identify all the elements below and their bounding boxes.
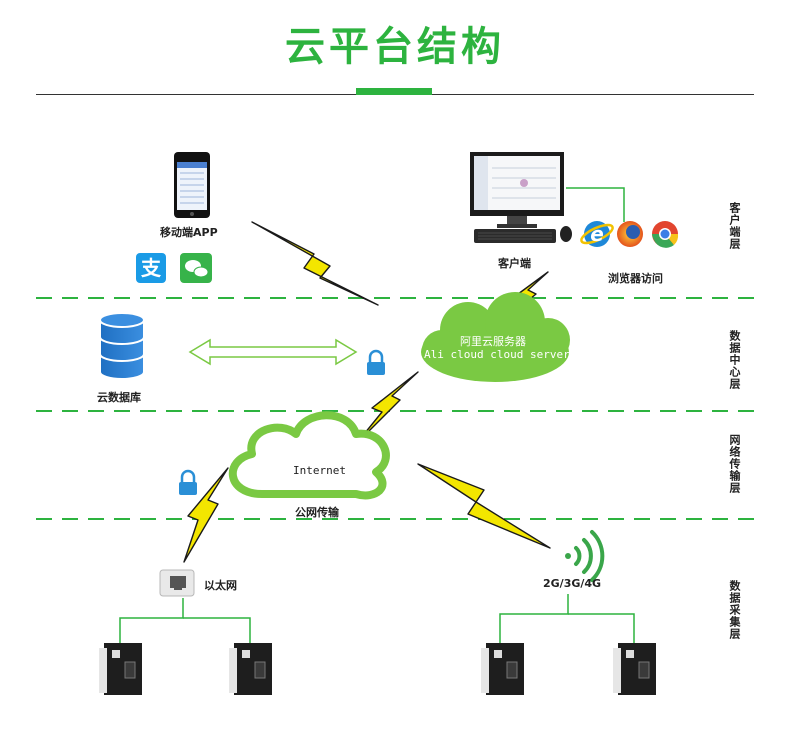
device-module-3 [481,643,524,695]
cloud-server-cn-label: 阿里云服务器 [460,335,526,348]
layer-label-client: 客户端层 [728,202,741,250]
mobile-phone-icon [174,152,210,218]
mobile-app-label: 移动端APP [160,226,218,239]
firefox-browser-icon [617,221,643,247]
mouse-icon [560,226,572,242]
ie-glyph: e [590,222,604,246]
layer-label-datacenter: 数据中心层 [728,330,741,390]
device-module-4 [613,643,656,695]
alipay-glyph: 支 [141,256,161,280]
page-title: 云平台结构 [285,24,505,70]
wifi-signal-icon [565,530,605,582]
ethernet-label: 以太网 [204,579,237,592]
browser-access-label: 浏览器访问 [608,272,663,285]
internet-label: Internet [293,464,346,477]
ie-browser-icon [580,221,614,247]
layer-label-network: 网络传输层 [728,434,741,494]
device-connection-lines [119,594,635,648]
database-sync-arrow [188,338,358,366]
database-icon [99,312,145,380]
bolt-internet-wireless [417,463,551,549]
wireless-label: 2G/3G/4G [543,577,602,590]
internet-cloud-shape [229,411,390,500]
bolt-mobile-cloud [251,221,379,306]
public-network-label: 公网传输 [295,506,339,519]
desktop-monitor-icon [470,152,564,228]
alipay-icon [136,253,166,283]
monitor-browser-connector [566,187,625,222]
lock-icon-network [179,469,197,495]
keyboard-icon [474,229,556,243]
lock-icon-datacenter [367,349,385,375]
device-module-2 [229,643,272,695]
layer-separators [36,297,756,520]
chrome-browser-icon [652,221,679,248]
title-accent-bar [356,88,432,95]
cloud-server-en-label: Ali cloud cloud servers [424,348,577,361]
wechat-icon [180,253,212,283]
database-label: 云数据库 [97,391,141,404]
ali-cloud-shape [421,292,570,382]
device-module-1 [99,643,142,695]
client-label: 客户端 [498,257,531,270]
bolt-internet-ethernet [183,467,229,563]
ethernet-port-icon [159,569,195,597]
layer-label-collection: 数据采集层 [728,580,741,640]
